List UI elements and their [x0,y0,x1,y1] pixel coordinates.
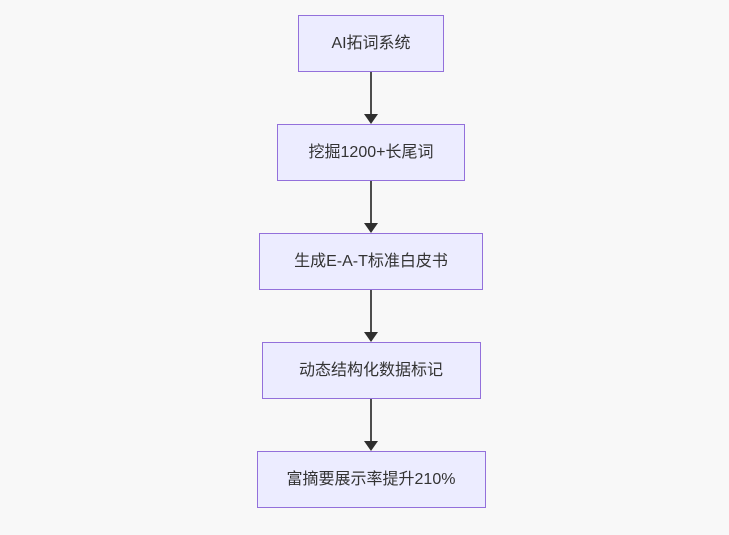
arrow-line [370,72,372,114]
arrowhead-down-icon [364,332,378,342]
arrow-line [370,181,372,223]
flow-arrow-3 [364,290,378,342]
node-label: 挖掘1200+长尾词 [308,143,434,161]
flow-node-eat-whitepaper: 生成E-A-T标准白皮书 [259,233,483,290]
node-label: 动态结构化数据标记 [298,361,443,379]
flow-arrow-1 [364,72,378,124]
flow-arrow-4 [364,399,378,451]
flow-node-ai-keyword-system: AI拓词系统 [298,15,444,72]
node-label: 生成E-A-T标准白皮书 [294,252,448,270]
flow-node-rich-snippet-result: 富摘要展示率提升210% [256,451,486,508]
arrow-line [370,399,372,441]
arrowhead-down-icon [364,114,378,124]
flow-arrow-2 [364,181,378,233]
arrowhead-down-icon [364,441,378,451]
arrowhead-down-icon [364,223,378,233]
arrow-line [370,290,372,332]
node-label: AI拓词系统 [331,34,411,52]
flow-node-longtail-mining: 挖掘1200+长尾词 [277,124,465,181]
node-label: 富摘要展示率提升210% [286,470,456,488]
flow-node-structured-data-markup: 动态结构化数据标记 [261,342,481,399]
